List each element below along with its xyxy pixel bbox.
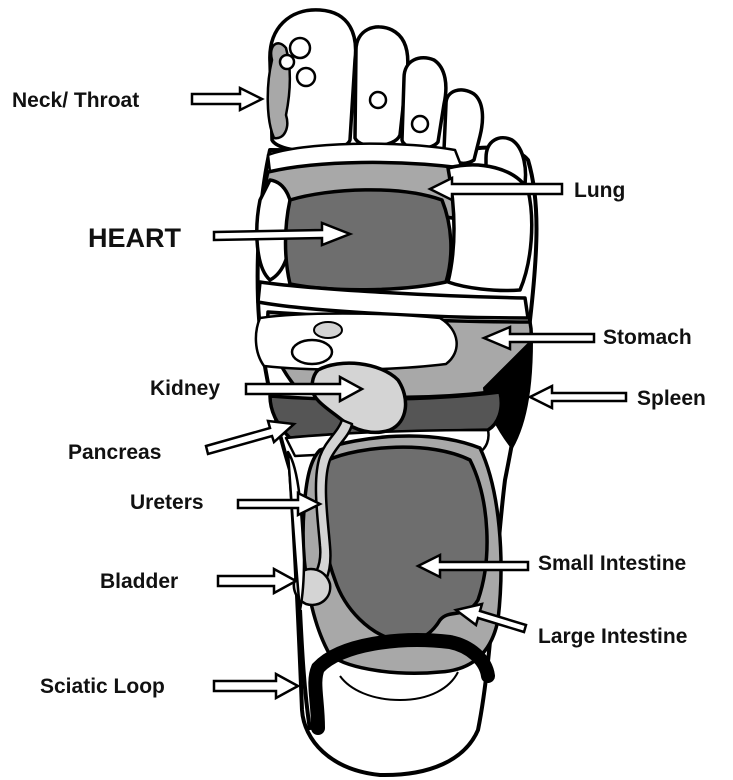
second-toe <box>355 27 408 146</box>
arrow-bladder <box>218 569 296 593</box>
label-bladder: Bladder <box>100 570 178 593</box>
arrow-sciatic-loop <box>214 674 298 698</box>
arch-pad <box>256 314 457 370</box>
label-large-intestine: Large Intestine <box>538 625 687 648</box>
toe-dot <box>297 68 315 86</box>
toe-dot <box>370 92 386 108</box>
label-spleen: Spleen <box>637 387 706 410</box>
label-kidney: Kidney <box>150 377 220 400</box>
label-sciatic-loop: Sciatic Loop <box>40 675 165 698</box>
label-pancreas: Pancreas <box>68 441 161 464</box>
arch-dot <box>314 322 342 338</box>
arrow-neck-throat <box>192 88 262 110</box>
toe-dot <box>290 38 310 58</box>
arrow-stomach <box>484 327 594 349</box>
label-heart: HEART <box>88 223 182 253</box>
arrow-pancreas <box>206 421 294 454</box>
label-neck-throat: Neck/ Throat <box>12 89 139 112</box>
toe-dot <box>412 116 428 132</box>
label-stomach: Stomach <box>603 326 692 349</box>
arrow-spleen <box>530 386 626 408</box>
label-lung: Lung <box>574 179 625 202</box>
label-ureters: Ureters <box>130 491 204 514</box>
arch-dot <box>292 340 332 364</box>
label-small-intestine: Small Intestine <box>538 552 686 575</box>
heart-zone <box>286 190 451 290</box>
toe-dot <box>280 55 294 69</box>
third-toe <box>402 58 446 149</box>
